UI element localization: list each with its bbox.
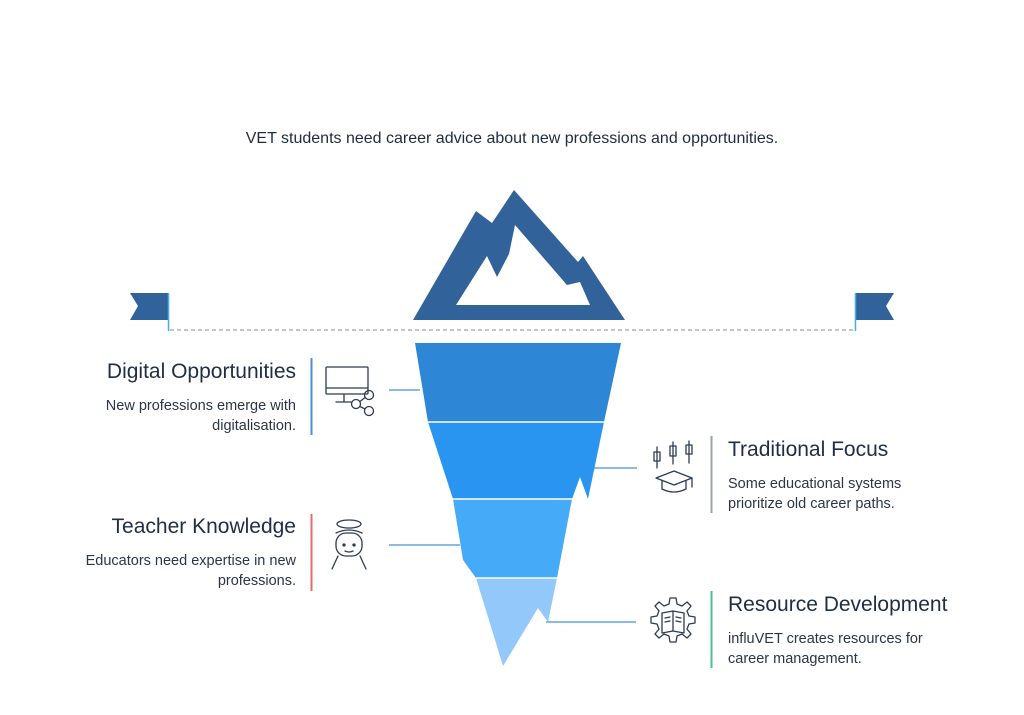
teacher-knowledge-block: Teacher Knowledge Educators need experti… (36, 515, 296, 591)
iceberg-tip (413, 190, 625, 320)
resource-development-block: Resource Development influVET creates re… (728, 593, 988, 669)
resource-development-title: Resource Development (728, 593, 948, 616)
teacher-face-icon (331, 519, 367, 570)
digital-opportunities-title: Digital Opportunities (106, 360, 296, 383)
computer-share-icon (325, 366, 375, 417)
traditional-focus-block: Traditional Focus Some educational syste… (728, 438, 988, 514)
teacher-knowledge-title: Teacher Knowledge (111, 515, 296, 538)
gear-book-icon (650, 597, 696, 643)
traditional-focus-title: Traditional Focus (728, 438, 889, 461)
iceberg-layer-1 (415, 343, 621, 422)
headline: VET students need career advice about ne… (245, 130, 779, 147)
traditional-focus-description: Some educational systems prioritize old … (728, 476, 902, 512)
iceberg-layer-3 (453, 499, 572, 578)
resource-development-description: influVET creates resources for career ma… (728, 631, 923, 667)
teacher-knowledge-description: Educators need expertise in new professi… (85, 553, 296, 589)
graduation-chart-icon (653, 440, 693, 493)
right-flag (856, 293, 894, 320)
digital-opportunities-description: New professions emerge with digitalisati… (105, 398, 296, 434)
digital-opportunities-block: Digital Opportunities New professions em… (36, 360, 296, 436)
left-flag (130, 293, 168, 320)
iceberg-layer-2 (428, 422, 604, 499)
iceberg-layer-4 (476, 578, 557, 666)
